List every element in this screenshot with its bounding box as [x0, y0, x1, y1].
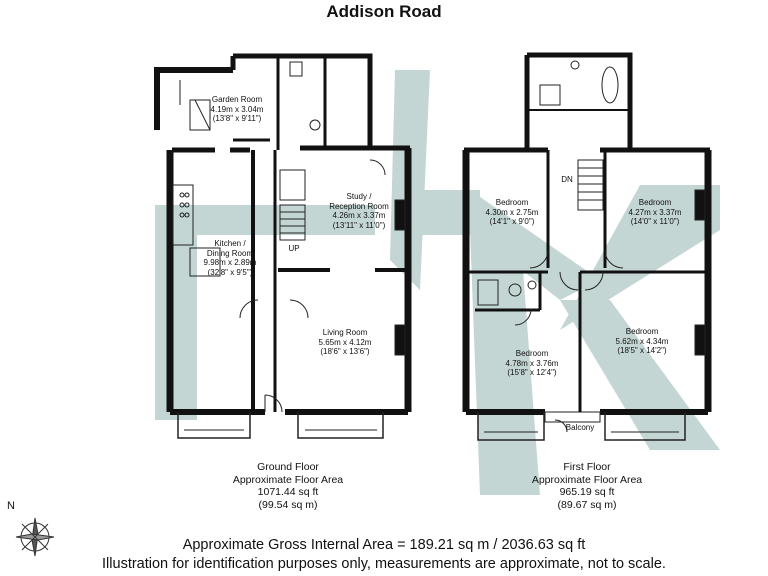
stairs-up-label: UP — [288, 244, 300, 253]
stairs-down-label: DN — [561, 175, 573, 184]
room-label-study: Study / Reception Room 4.26m x 3.37m (13… — [329, 192, 389, 230]
room-label-bedroom-3: Bedroom 4.78m x 3.76m (15'8" x 12'4") — [505, 349, 559, 377]
ground-floor-caption: Ground Floor Approximate Floor Area 1071… — [232, 461, 344, 511]
room-label-bedroom-1: Bedroom 4.30m x 2.75m (14'1" x 9'0") — [485, 198, 539, 226]
room-label-living: Living Room 5.65m x 4.12m (18'6" x 13'6"… — [318, 328, 372, 356]
first-floor-caption: First Floor Approximate Floor Area 965.1… — [531, 461, 643, 511]
room-label-bedroom-4: Bedroom 5.62m x 4.34m (18'5" x 14'2") — [615, 327, 669, 355]
room-label-kitchen: Kitchen / Dining Room 9.98m x 2.89m (32'… — [203, 239, 257, 277]
north-label: N — [7, 500, 15, 512]
ground-floor-plan — [154, 53, 412, 439]
watermark-logo — [155, 70, 720, 495]
page-title: Addison Road — [326, 2, 442, 21]
room-label-bedroom-2: Bedroom 4.27m x 3.37m (14'0" x 11'0") — [628, 198, 682, 226]
balcony-label: Balcony — [565, 423, 595, 432]
room-label-garden: Garden Room 4.19m x 3.04m (13'8" x 9'11"… — [210, 95, 264, 123]
disclaimer-text: Illustration for identification purposes… — [102, 556, 666, 572]
gross-area-text: Approximate Gross Internal Area = 189.21… — [182, 537, 586, 553]
first-floor-plan — [462, 52, 712, 441]
compass-rose-icon — [15, 517, 55, 557]
